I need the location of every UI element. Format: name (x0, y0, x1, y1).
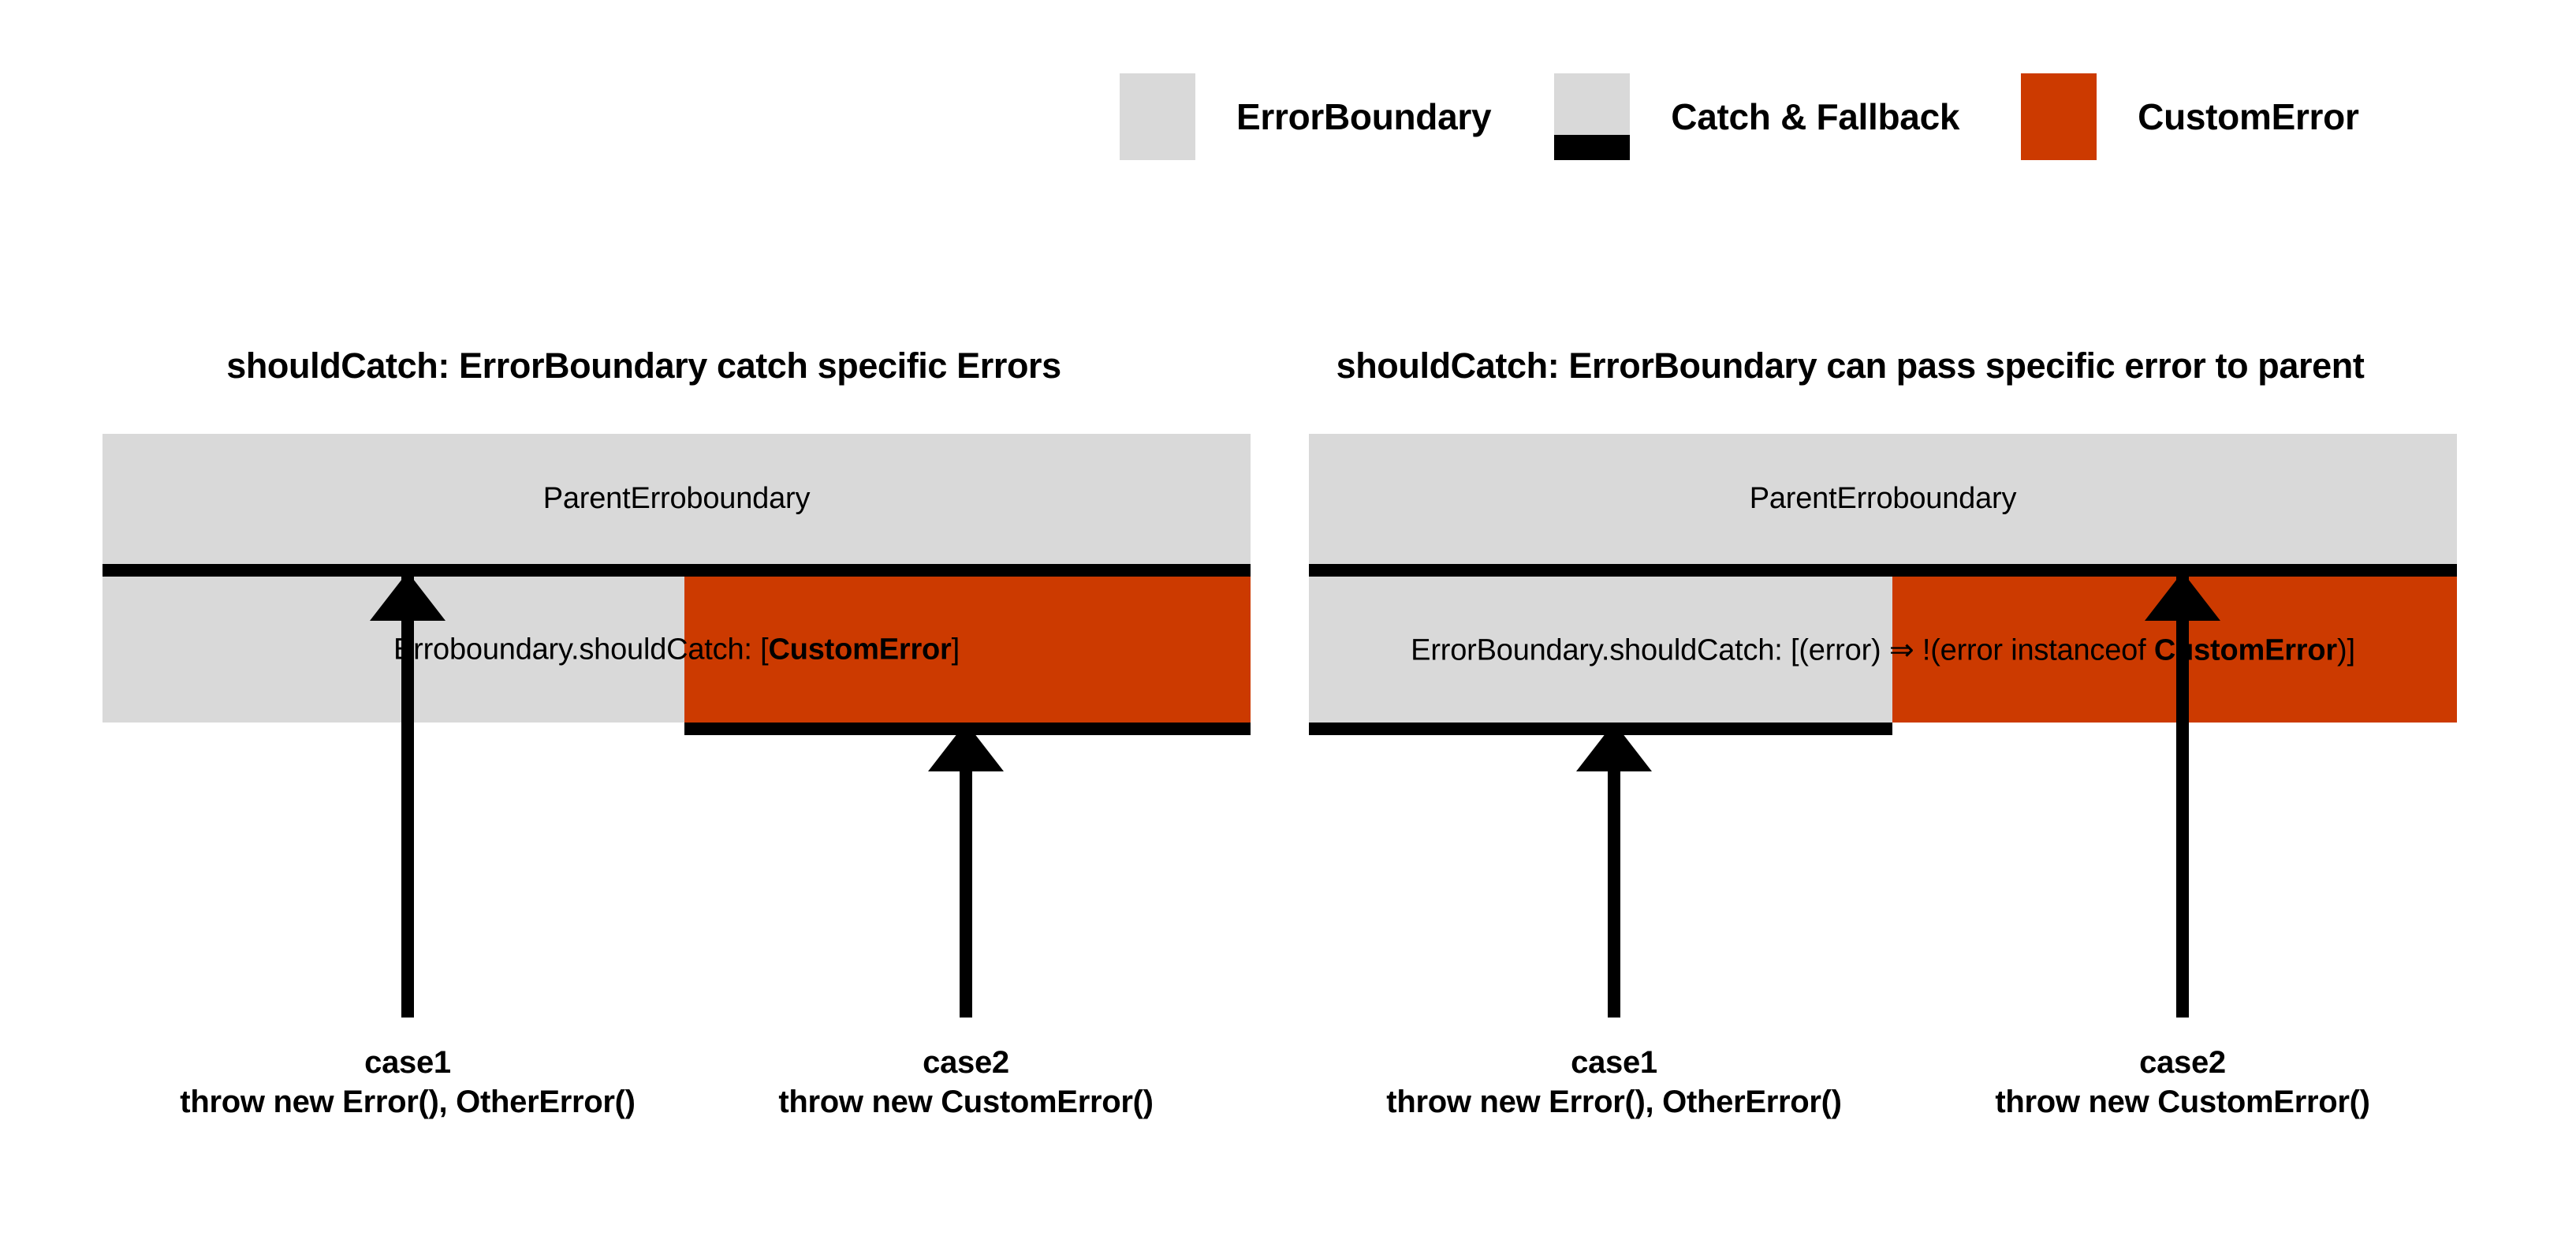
shouldcatch-bold-left: CustomError (768, 633, 952, 666)
catch-fallback-bar-top-left (103, 564, 1251, 577)
arrow-stem (960, 723, 972, 1018)
child-gray-region-right (1309, 577, 1892, 723)
legend: ErrorBoundary Catch & Fallback CustomErr… (1120, 69, 2359, 164)
case2-code: throw new CustomError() (778, 1085, 1154, 1119)
case1-label: case1 (1571, 1045, 1657, 1080)
arrow-stem (401, 572, 414, 1018)
case2-code: throw new CustomError() (1995, 1085, 2370, 1119)
case1-arrow-right (1576, 723, 1652, 1018)
case2-label: case2 (2139, 1045, 2226, 1080)
child-orange-region-left (684, 577, 1251, 723)
case2-arrow-left (928, 723, 1004, 1018)
arrow-stem (1608, 723, 1620, 1018)
legend-item-catch-fallback: Catch & Fallback (1554, 73, 1959, 160)
boundary-stack-right: ParentErroboundary ErrorBoundary.shouldC… (1309, 434, 2457, 735)
shouldcatch-expression-left: Erroboundary.shouldCatch: [CustomError] (103, 633, 1251, 667)
shouldcatch-suffix-right: )] (2337, 633, 2355, 667)
case1-label: case1 (364, 1045, 451, 1080)
case1-code: throw new Error(), OtherError() (180, 1085, 636, 1119)
case2-arrow-right (2145, 572, 2220, 1018)
page-title-left: shouldCatch: ErrorBoundary catch specifi… (226, 345, 1061, 386)
legend-item-customerror: CustomError (2021, 73, 2359, 160)
diagram-panel-left: shouldCatch: ErrorBoundary catch specifi… (103, 345, 1251, 1122)
boundary-stack-left: ParentErroboundary Erroboundary.shouldCa… (103, 434, 1251, 735)
legend-label-catch-fallback: Catch & Fallback (1671, 96, 1960, 137)
legend-label-errorboundary: ErrorBoundary (1236, 96, 1492, 137)
legend-label-customerror: CustomError (2138, 96, 2359, 137)
case2-label: case2 (923, 1045, 1009, 1080)
gray-with-black-bar-swatch (1554, 73, 1631, 160)
case2-caption-right: case2 throw new CustomError() (1995, 1043, 2370, 1122)
case2-caption-left: case2 throw new CustomError() (778, 1043, 1154, 1122)
arrow-stem (2176, 572, 2189, 1018)
case1-caption-left: case1 throw new Error(), OtherError() (180, 1043, 636, 1122)
catch-fallback-bar-bottom-left (103, 723, 1251, 735)
parent-errorboundary-box-right: ParentErroboundary (1309, 434, 2457, 564)
child-errorboundary-row-left: Erroboundary.shouldCatch: [CustomError] (103, 577, 1251, 723)
parent-errorboundary-label: ParentErroboundary (1749, 482, 2017, 515)
case1-code: throw new Error(), OtherError() (1386, 1085, 1842, 1119)
catch-fallback-bar-bottom-right (1309, 723, 2457, 735)
gray-square-swatch (1120, 73, 1195, 160)
orange-square-swatch (2021, 73, 2097, 160)
shouldcatch-suffix-left: ] (951, 633, 960, 666)
catch-fallback-bar-top-right (1309, 564, 2457, 577)
shouldcatch-prefix-left: Erroboundary.shouldCatch: [ (393, 633, 769, 666)
page-title-right: shouldCatch: ErrorBoundary can pass spec… (1336, 345, 2365, 386)
parent-errorboundary-label: ParentErroboundary (542, 482, 811, 515)
shouldcatch-prefix-right: ErrorBoundary.shouldCatch: [(error) ⇒ !(… (1411, 633, 2154, 667)
case1-arrow-left (370, 572, 445, 1018)
child-errorboundary-row-right: ErrorBoundary.shouldCatch: [(error) ⇒ !(… (1309, 577, 2457, 723)
diagram-panel-right: shouldCatch: ErrorBoundary can pass spec… (1206, 0, 2494, 1236)
shouldcatch-expression-right: ErrorBoundary.shouldCatch: [(error) ⇒ !(… (1309, 632, 2457, 667)
case1-caption-right: case1 throw new Error(), OtherError() (1386, 1043, 1842, 1122)
parent-errorboundary-box-left: ParentErroboundary (103, 434, 1251, 564)
legend-item-errorboundary: ErrorBoundary (1120, 73, 1492, 160)
